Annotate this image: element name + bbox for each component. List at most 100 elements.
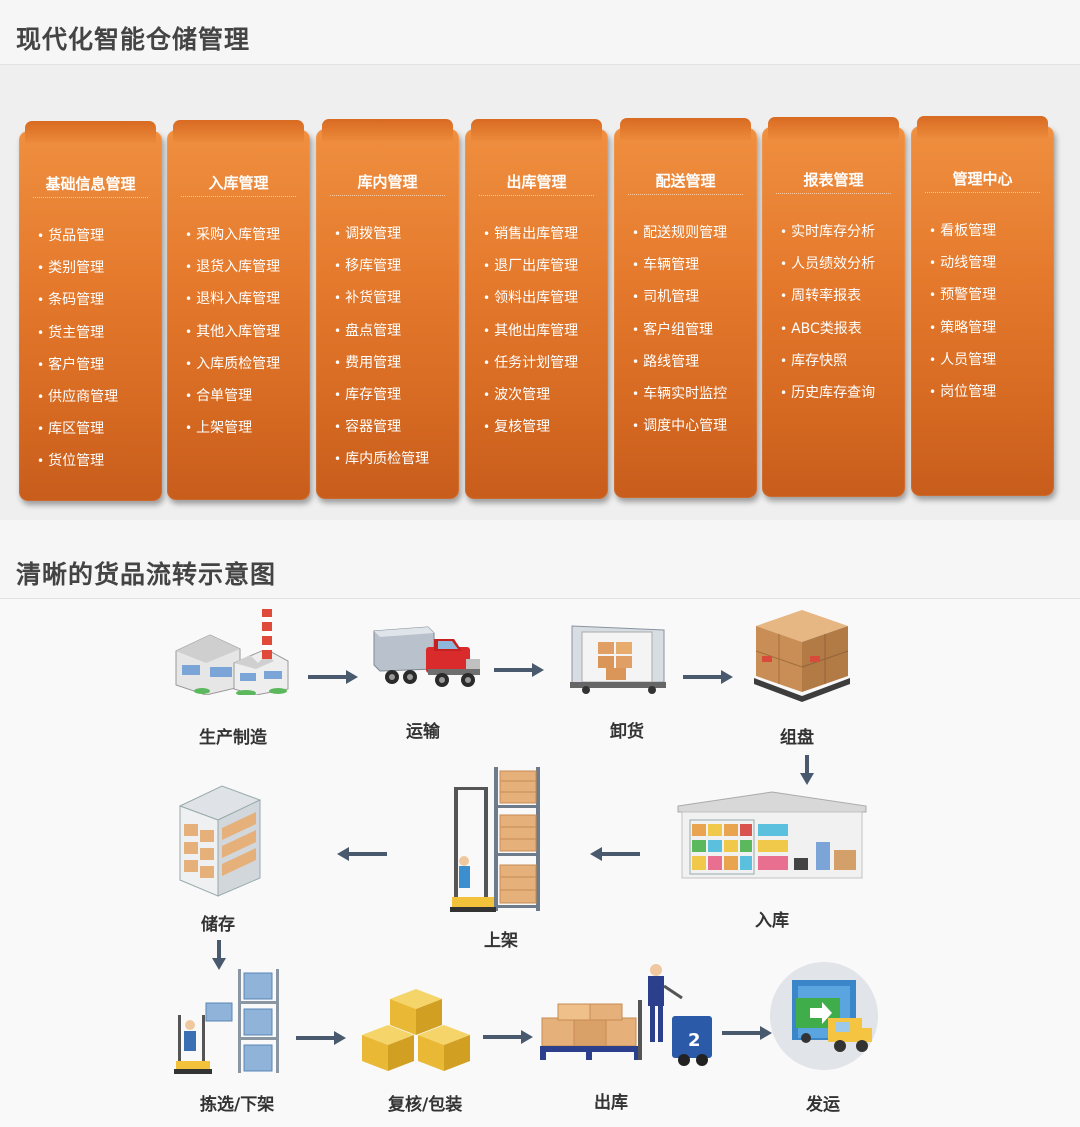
module-card: 管理中心看板管理动线管理预警管理策略管理人员管理岗位管理 xyxy=(911,116,1054,496)
modules-section-title: 现代化智能仓储管理 xyxy=(16,25,251,54)
module-item: 客户组管理 xyxy=(632,321,727,353)
module-item: 盘点管理 xyxy=(334,322,429,354)
module-item: 调度中心管理 xyxy=(632,417,727,449)
module-item: 车辆实时监控 xyxy=(632,385,727,417)
module-item: 销售出库管理 xyxy=(483,225,578,257)
module-title: 库内管理 xyxy=(357,173,418,191)
module-item: 上架管理 xyxy=(185,419,280,451)
factory-icon xyxy=(170,605,292,696)
module-item-list: 销售出库管理退厂出库管理领料出库管理其他出库管理任务计划管理波次管理复核管理 xyxy=(483,225,578,450)
module-item-list: 货品管理类别管理条码管理货主管理客户管理供应商管理库区管理货位管理 xyxy=(37,227,118,485)
module-item: 复核管理 xyxy=(483,418,578,450)
module-item: 库存快照 xyxy=(780,352,875,384)
card-tab xyxy=(322,119,453,141)
module-divider xyxy=(628,194,743,195)
card-tab xyxy=(620,118,751,140)
pallet-boxes-icon xyxy=(752,606,852,704)
arrow-icon xyxy=(483,1030,533,1044)
arrow-icon xyxy=(296,1031,346,1045)
module-item: 周转率报表 xyxy=(780,287,875,319)
module-divider xyxy=(925,192,1040,193)
module-card: 配送管理配送规则管理车辆管理司机管理客户组管理路线管理车辆实时监控调度中心管理 xyxy=(614,118,757,498)
module-divider xyxy=(33,197,148,198)
module-card: 入库管理采购入库管理退货入库管理退料入库管理其他入库管理入库质检管理合单管理上架… xyxy=(167,120,310,500)
module-item-list: 看板管理动线管理预警管理策略管理人员管理岗位管理 xyxy=(929,222,996,415)
module-item: 条码管理 xyxy=(37,291,118,323)
module-title: 管理中心 xyxy=(952,170,1013,188)
storage-shelf-icon xyxy=(178,784,262,898)
card-tab xyxy=(471,119,602,141)
module-title: 基础信息管理 xyxy=(45,175,136,193)
arrow-icon xyxy=(800,755,814,785)
module-item: 车辆管理 xyxy=(632,256,727,288)
forklift-number: 2 xyxy=(688,1030,701,1051)
module-card: 库内管理调拨管理移库管理补货管理盘点管理费用管理库存管理容器管理库内质检管理 xyxy=(316,119,459,499)
picker-icon xyxy=(172,965,282,1075)
module-title: 报表管理 xyxy=(803,171,864,189)
module-item: 货位管理 xyxy=(37,452,118,484)
module-item: 货主管理 xyxy=(37,324,118,356)
module-item: 人员管理 xyxy=(929,351,996,383)
module-item: 波次管理 xyxy=(483,386,578,418)
module-item: 退厂出库管理 xyxy=(483,257,578,289)
module-item: 合单管理 xyxy=(185,387,280,419)
pallet-jack-icon: 2 xyxy=(538,960,714,1068)
module-item: ABC类报表 xyxy=(780,320,875,352)
label-shelving: 上架 xyxy=(484,931,518,951)
arrow-icon xyxy=(494,663,544,677)
module-item: 费用管理 xyxy=(334,354,429,386)
label-picking: 拣选/下架 xyxy=(200,1095,275,1115)
module-item: 库内质检管理 xyxy=(334,450,429,482)
module-item: 容器管理 xyxy=(334,418,429,450)
module-item: 移库管理 xyxy=(334,257,429,289)
boxes-icon xyxy=(360,985,474,1075)
module-item: 货品管理 xyxy=(37,227,118,259)
module-item: 供应商管理 xyxy=(37,388,118,420)
module-item: 任务计划管理 xyxy=(483,354,578,386)
card-tab xyxy=(25,121,156,143)
module-title: 配送管理 xyxy=(655,172,716,190)
module-item: 补货管理 xyxy=(334,289,429,321)
module-item: 岗位管理 xyxy=(929,383,996,415)
module-item-list: 调拨管理移库管理补货管理盘点管理费用管理库存管理容器管理库内质检管理 xyxy=(334,225,429,483)
rack-icon xyxy=(450,765,542,913)
module-divider xyxy=(181,196,296,197)
module-item: 历史库存查询 xyxy=(780,384,875,416)
arrow-icon xyxy=(590,847,640,861)
module-item: 库区管理 xyxy=(37,420,118,452)
arrow-icon xyxy=(212,940,226,970)
dock-truck-icon xyxy=(766,962,882,1076)
module-item: 类别管理 xyxy=(37,259,118,291)
module-item-list: 采购入库管理退货入库管理退料入库管理其他入库管理入库质检管理合单管理上架管理 xyxy=(185,226,280,451)
label-review-pack: 复核/包装 xyxy=(388,1095,463,1115)
module-item: 退料入库管理 xyxy=(185,290,280,322)
module-item: 领料出库管理 xyxy=(483,289,578,321)
arrow-icon xyxy=(308,670,358,684)
module-item: 入库质检管理 xyxy=(185,355,280,387)
module-title: 出库管理 xyxy=(506,173,567,191)
module-card: 基础信息管理货品管理类别管理条码管理货主管理客户管理供应商管理库区管理货位管理 xyxy=(19,121,162,501)
module-item: 采购入库管理 xyxy=(185,226,280,258)
flow-section-title: 清晰的货品流转示意图 xyxy=(16,560,277,589)
unloading-truck-icon xyxy=(568,622,668,694)
truck-icon xyxy=(372,625,484,689)
module-item: 配送规则管理 xyxy=(632,224,727,256)
module-item-list: 配送规则管理车辆管理司机管理客户组管理路线管理车辆实时监控调度中心管理 xyxy=(632,224,727,449)
label-storage: 储存 xyxy=(201,915,235,935)
module-divider xyxy=(330,195,445,196)
module-item: 路线管理 xyxy=(632,353,727,385)
label-production: 生产制造 xyxy=(199,728,267,748)
module-item: 客户管理 xyxy=(37,356,118,388)
module-divider xyxy=(479,195,594,196)
module-item: 调拨管理 xyxy=(334,225,429,257)
card-tab xyxy=(768,117,899,139)
module-title: 入库管理 xyxy=(208,174,269,192)
label-outbound: 出库 xyxy=(594,1093,628,1113)
module-item: 人员绩效分析 xyxy=(780,255,875,287)
module-divider xyxy=(776,193,891,194)
module-item: 其他出库管理 xyxy=(483,322,578,354)
module-item: 策略管理 xyxy=(929,319,996,351)
module-card: 出库管理销售出库管理退厂出库管理领料出库管理其他出库管理任务计划管理波次管理复核… xyxy=(465,119,608,499)
label-inbound: 入库 xyxy=(755,911,789,931)
module-item: 其他入库管理 xyxy=(185,323,280,355)
